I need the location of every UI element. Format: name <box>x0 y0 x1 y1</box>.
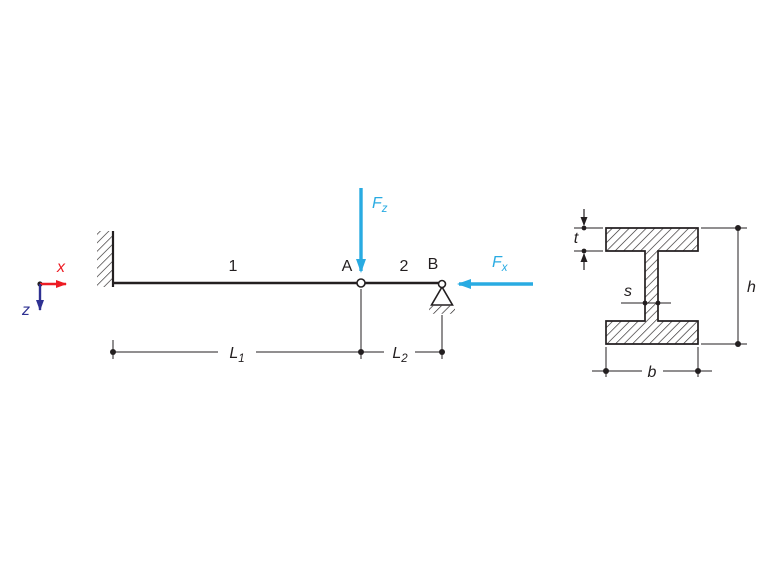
beam: 1 A 2 B <box>113 256 442 288</box>
x-axis-label: x <box>56 259 66 276</box>
force-fz: Fz <box>356 188 388 273</box>
beam-segment-1-label: 1 <box>229 258 238 275</box>
point-a-label: A <box>342 258 353 275</box>
force-fx: Fx <box>457 254 533 289</box>
dim-dot-a <box>358 349 364 355</box>
dim-dot-wall <box>110 349 116 355</box>
l2-label-mask <box>384 342 415 361</box>
dim-flange-thickness: t <box>574 209 603 270</box>
point-b-label: B <box>428 256 439 273</box>
t-label: t <box>574 230 579 247</box>
fixed-wall-support <box>97 231 115 287</box>
h-label: h <box>747 279 756 296</box>
h-dot-top <box>735 225 741 231</box>
l1-label: L1 <box>229 345 244 365</box>
hinge-point-a <box>356 278 366 288</box>
beam-segment-2-label: 2 <box>400 258 409 275</box>
l1-label-mask <box>218 342 256 361</box>
dim-web-thickness: s <box>621 283 671 306</box>
fx-label: Fx <box>492 254 509 274</box>
z-axis-label: z <box>21 302 30 319</box>
l2-label: L2 <box>392 345 408 365</box>
b-dot-right <box>695 368 701 374</box>
dim-section-height: h <box>701 225 756 347</box>
s-label: s <box>624 283 632 300</box>
b-label-mask <box>642 361 663 379</box>
s-dot-left <box>642 300 648 306</box>
b-label: b <box>648 364 657 381</box>
b-dot-left <box>603 368 609 374</box>
support-hatching <box>429 305 455 314</box>
cross-section: t s h b <box>574 209 756 381</box>
t-dot-top <box>581 225 587 231</box>
dim-dot-b <box>439 349 445 355</box>
s-dot-right <box>655 300 661 306</box>
t-dot-bottom <box>581 248 587 254</box>
i-section-profile <box>605 227 699 345</box>
h-dot-bottom <box>735 341 741 347</box>
dim-section-width: b <box>592 347 712 381</box>
pin-support-b <box>429 279 455 314</box>
coordinate-system: x z <box>21 259 67 319</box>
support-triangle <box>430 285 454 306</box>
wall-hatching <box>97 231 113 287</box>
length-dimensions: L1 L2 <box>110 289 445 365</box>
fz-label: Fz <box>372 195 388 215</box>
hinge-point-b <box>437 279 447 289</box>
